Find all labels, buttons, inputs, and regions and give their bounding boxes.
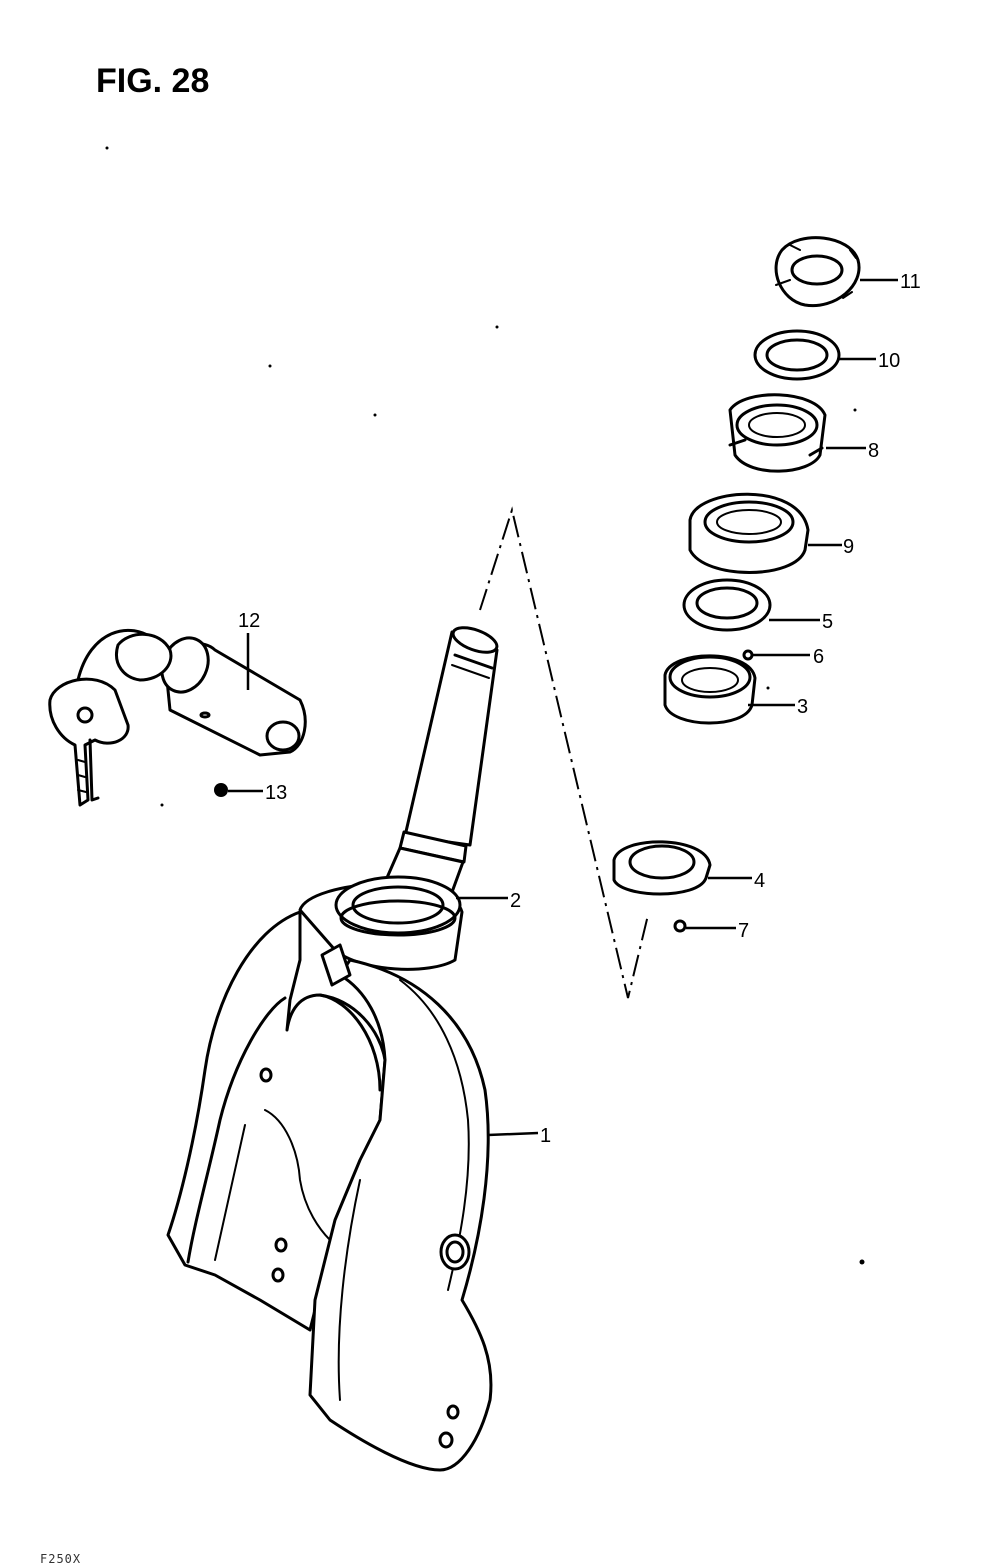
footer-code: F250X <box>40 1552 82 1566</box>
callout-label-2: 2 <box>510 890 521 912</box>
bearing-race-part-5 <box>682 578 772 632</box>
callout-label-6: 6 <box>813 646 824 668</box>
callout-label-5: 5 <box>822 611 833 633</box>
callout-label-3: 3 <box>797 696 808 718</box>
washer-part-10 <box>753 329 841 381</box>
stem-nut-part-11 <box>774 236 861 308</box>
scan-specks <box>105 146 865 1265</box>
stem-nut-part-8 <box>728 393 827 473</box>
callout-label-11: 11 <box>900 271 921 293</box>
callout-label-12: 12 <box>238 610 260 632</box>
callout-label-1: 1 <box>540 1125 551 1147</box>
callout-label-9: 9 <box>843 536 854 558</box>
callout-labels: 1 2 3 4 5 6 7 8 9 10 11 12 13 <box>238 271 921 1147</box>
steel-ball-part-7 <box>673 919 687 933</box>
bearing-race-part-4 <box>612 840 712 896</box>
front-fork-part-1 <box>166 626 499 1472</box>
assembly-center-lines <box>479 506 649 999</box>
figure-title: FIG. 28 <box>96 62 210 100</box>
callout-label-7: 7 <box>738 920 749 942</box>
callout-label-4: 4 <box>754 870 765 892</box>
steel-ball-part-6 <box>742 649 754 661</box>
steering-lock-part-12 <box>48 628 307 807</box>
bearing-race-part-3 <box>663 654 757 725</box>
dust-seal-part-9 <box>688 492 810 574</box>
callout-label-10: 10 <box>878 350 900 372</box>
bearing-race-part-2 <box>339 899 457 937</box>
callout-label-8: 8 <box>868 440 879 462</box>
screw-part-13 <box>214 783 228 797</box>
callout-leaders <box>228 278 898 1137</box>
callout-label-13: 13 <box>265 782 287 804</box>
